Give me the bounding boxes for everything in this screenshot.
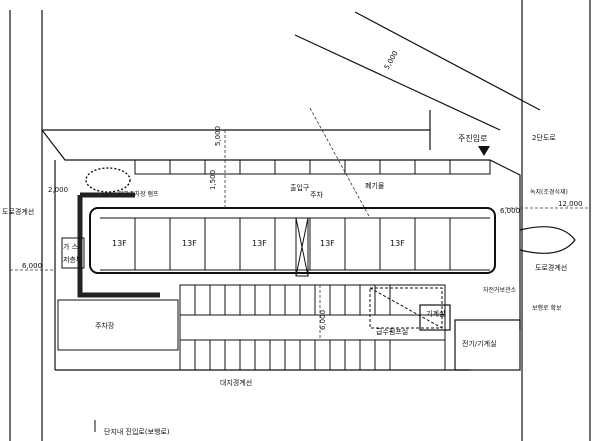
gas-label: 가 스 [63, 242, 79, 251]
floor-label-1: 13F [112, 239, 127, 248]
floor-label-5: 13F [390, 239, 405, 248]
road-name-right: 2단도로 [532, 133, 556, 142]
mech-room-label: 기계실 [426, 309, 445, 318]
legend-note: 단지내 진입로(보행로) [104, 427, 170, 436]
main-entrance-label: 주진입로 [458, 133, 487, 143]
parking-area [179, 284, 446, 371]
dim-5000-diag: 5,000 [383, 50, 400, 71]
pump-label: 급수펌프실 [376, 327, 408, 336]
building-outline [77, 192, 496, 298]
walk-note: 보행로 확보 [532, 304, 562, 312]
planter-icon [85, 167, 131, 193]
ramp-label: 지하주차장 램프 [118, 190, 159, 198]
gate-label: 출입구 [290, 183, 310, 192]
low-building [57, 237, 179, 351]
lower-road-label: 대지경계선 [220, 378, 252, 387]
waste-label: 폐기물 [365, 181, 385, 190]
dim-12000: 12,000 [558, 200, 583, 208]
road-boundary-right: 도로경계선 [535, 263, 567, 272]
site-boundary [9, 0, 591, 441]
road-boundary-left: 도로경계선 [2, 207, 34, 216]
dim-5000-top: 5,000 [214, 126, 222, 146]
diagonal-road [294, 11, 541, 150]
core-box [295, 217, 309, 277]
dim-6000: 6,000 [319, 310, 327, 330]
entrance-arrow-icon [478, 146, 490, 156]
parking-label: 주차장 [95, 321, 115, 330]
unit-divisions [100, 217, 490, 271]
bike-note: 자전거보관소 [483, 286, 517, 294]
dim-6000-left: 6,000 [22, 262, 42, 270]
dim-2000: 2,000 [48, 186, 68, 194]
floor-label-2: 13F [182, 239, 197, 248]
mech-building [419, 304, 521, 371]
dim-1500: 1,500 [209, 170, 217, 190]
elec-label: 전기/기계실 [462, 339, 497, 348]
low-bldg-label: 저층부 [63, 255, 83, 264]
dim-6000-right: 6,000 [500, 207, 520, 215]
landscape-curve [519, 226, 576, 254]
car-park-label: 주차 [310, 190, 323, 199]
top-planters [134, 159, 491, 175]
dimension-lines [10, 107, 590, 340]
landscape-note: 녹지(조경식재) [530, 188, 568, 196]
floor-label-3: 13F [252, 239, 267, 248]
floor-label-4: 13F [320, 239, 335, 248]
